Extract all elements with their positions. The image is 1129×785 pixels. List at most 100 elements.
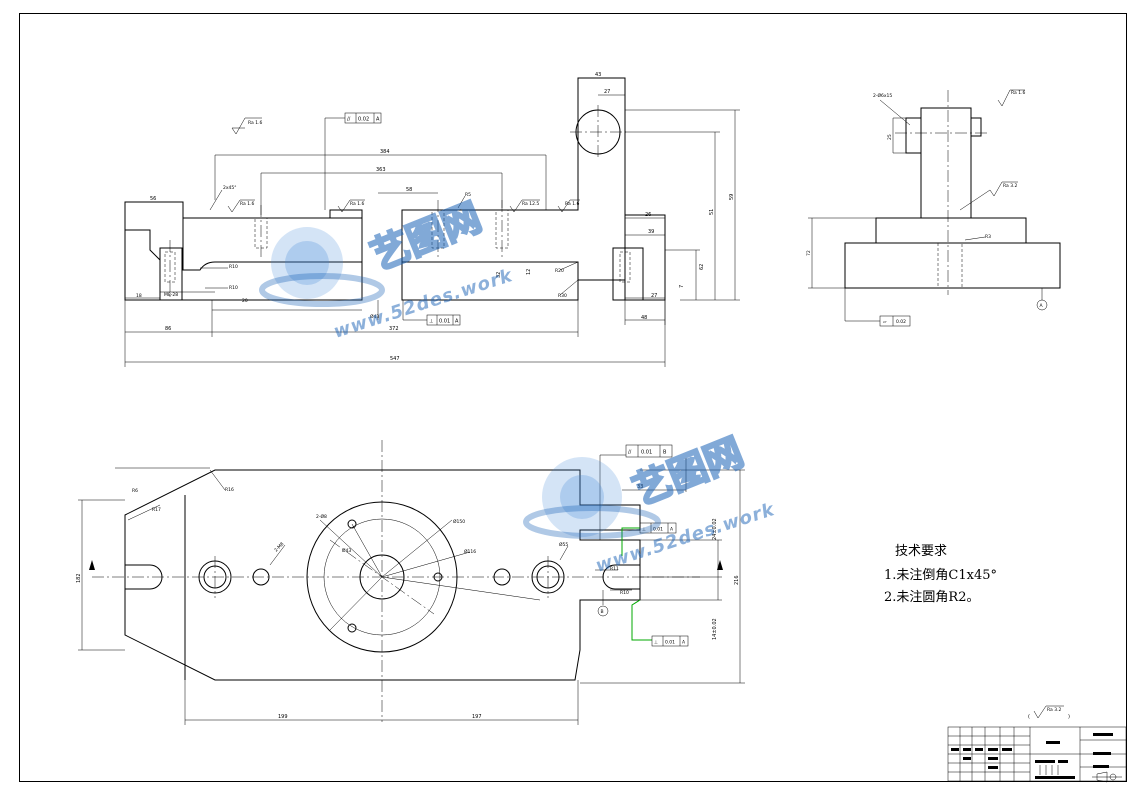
dim-33: 33 xyxy=(637,484,643,490)
dim-tol24: 24±0.02 xyxy=(712,518,718,540)
svg-text:0.01: 0.01 xyxy=(653,527,663,533)
dim-holes: 2-Ø6x15 xyxy=(873,92,892,99)
dim-7: 7 xyxy=(679,285,685,288)
tech-item-1: 1.未注倒角C1x45° xyxy=(884,568,997,583)
datum-a-symbol: A xyxy=(1036,299,1048,311)
svg-text:⊥: ⊥ xyxy=(429,319,433,325)
tolerance-perp-front: ⊥ 0.01 A xyxy=(426,314,461,326)
dim-62: 62 xyxy=(699,264,705,270)
svg-text:Ra 3.2: Ra 3.2 xyxy=(1047,707,1062,713)
tolerance-parallel-top: // 0.02 A xyxy=(344,112,382,124)
front-view: // 0.02 A ⊥ 0.01 A Ra 1.6 Ra 1.6 Ra 1.6 … xyxy=(124,72,740,367)
roughness-symbol-icon: Ra 1.6 Ra 1.6 Ra 1.6 Ra 12.5 Ra 1.6 xyxy=(227,117,580,213)
dim-r17: R17 xyxy=(152,507,161,513)
sheet-border xyxy=(19,13,1127,782)
svg-text:▱: ▱ xyxy=(883,320,887,325)
tech-item-2: 2.未注圆角R2。 xyxy=(884,590,979,605)
dim-56: 56 xyxy=(150,196,156,202)
dim-r55: Ø55 xyxy=(559,541,568,548)
dim-39: 39 xyxy=(648,229,654,235)
svg-text:A: A xyxy=(1040,303,1044,309)
dim-86: 86 xyxy=(165,326,171,332)
dim-59: 59 xyxy=(729,194,735,200)
svg-text:⊥: ⊥ xyxy=(642,527,646,533)
svg-text:(: ( xyxy=(1028,714,1030,720)
svg-text:⊥: ⊥ xyxy=(654,640,658,646)
tol-parallel-top-datum: A xyxy=(376,117,380,123)
svg-text:B: B xyxy=(663,450,667,456)
svg-text:Ra 3.2: Ra 3.2 xyxy=(1003,183,1018,189)
svg-text:Ra 1.6: Ra 1.6 xyxy=(248,120,263,126)
dim-27: 27 xyxy=(604,89,610,95)
svg-text:0.02: 0.02 xyxy=(896,319,906,325)
plan-view: // 0.01 B ⊥ 0.01 A ⊥ 0.01 A B R6 R xyxy=(76,440,745,725)
dim-43: 43 xyxy=(595,72,601,78)
dim-d43: Ø43 xyxy=(342,547,351,554)
tolerance-flat-side: ▱ 0.02 xyxy=(879,315,911,327)
svg-text:A: A xyxy=(682,640,686,646)
technical-requirements: 技术要求 1.未注倒角C1x45° 2.未注圆角R2。 xyxy=(884,544,997,605)
dim-r3: R3 xyxy=(985,234,991,240)
svg-text:A: A xyxy=(670,527,674,533)
tolerance-perp-plan1: ⊥ 0.01 A xyxy=(639,522,677,534)
svg-text:Ra 12.5: Ra 12.5 xyxy=(522,201,539,207)
title-block xyxy=(947,726,1127,783)
dim-547: 547 xyxy=(390,356,400,362)
dim-chamfer: 2x45° xyxy=(223,185,237,191)
dim-r10: R10 xyxy=(620,590,629,596)
dim-holes2: 2-Ø8 xyxy=(316,513,327,520)
dim-197: 197 xyxy=(472,714,482,720)
svg-text:0.01: 0.01 xyxy=(665,640,675,646)
tol-parallel-top-value: 0.02 xyxy=(358,117,369,123)
svg-text:): ) xyxy=(1068,714,1070,720)
dim-r5: R5 xyxy=(465,192,471,198)
dim-199: 199 xyxy=(278,714,288,720)
svg-text:B: B xyxy=(601,609,604,615)
dim-72: 72 xyxy=(806,250,812,256)
svg-text:Ra 1.6: Ra 1.6 xyxy=(240,201,255,207)
dim-18: 18 xyxy=(136,293,142,299)
dim-12: 12 xyxy=(526,269,532,275)
dim-216: 216 xyxy=(734,575,740,585)
dim-r16: R16 xyxy=(225,487,234,493)
dim-d116: Ø116 xyxy=(464,548,476,555)
dim-hole: Ø43 xyxy=(370,313,379,320)
watermark-cn-2: 艺图网 xyxy=(627,430,749,514)
dim-58: 58 xyxy=(406,187,412,193)
svg-text:Ra 1.6: Ra 1.6 xyxy=(1011,90,1026,96)
dim-48: 48 xyxy=(641,315,647,321)
watermark-1: 艺图网 www.52des.work xyxy=(259,194,516,343)
side-view: ▱ 0.02 A Ra 1.6 Ra 3.2 2-Ø6x15 25 R3 72 xyxy=(806,89,1061,327)
dim-r20: R20 xyxy=(555,268,564,274)
dim-384: 384 xyxy=(380,149,390,155)
dim-m8: 2-M8 xyxy=(273,541,285,553)
svg-text://: // xyxy=(347,117,351,123)
tol-perp-front-datum: A xyxy=(455,319,459,325)
dim-25: 25 xyxy=(887,134,893,140)
dim-r11: R11 xyxy=(610,566,619,572)
dim-26: 26 xyxy=(645,212,651,218)
dim-27b: 27 xyxy=(651,293,657,299)
dim-r6: R6 xyxy=(132,488,138,494)
roughness-symbol-icon: Ra 1.6 Ra 3.2 xyxy=(989,89,1026,197)
dim-20: 20 xyxy=(242,298,248,304)
tech-title: 技术要求 xyxy=(895,544,947,559)
tolerance-parallel-plan: // 0.01 B xyxy=(625,444,673,458)
dim-51: 51 xyxy=(709,209,715,215)
svg-text:0.01: 0.01 xyxy=(641,450,652,456)
datum-b-symbol: B xyxy=(597,605,609,617)
watermark-cn-1: 艺图网 xyxy=(365,195,487,279)
dim-r10b: R10 xyxy=(229,285,238,291)
svg-text:Ra 1.6: Ra 1.6 xyxy=(350,201,365,207)
svg-text:Ra 1.6: Ra 1.6 xyxy=(565,201,580,207)
general-roughness-icon: ( Ra 3.2 ) xyxy=(1028,705,1070,720)
svg-text://: // xyxy=(628,450,632,456)
dim-r30: R30 xyxy=(558,293,567,299)
dim-d150: Ø150 xyxy=(453,518,465,525)
dim-372: 372 xyxy=(389,326,399,332)
tolerance-perp-plan2: ⊥ 0.01 A xyxy=(651,635,689,647)
dim-32: 32 xyxy=(496,272,502,278)
projection-symbol-icon xyxy=(1092,771,1122,783)
dim-363: 363 xyxy=(376,167,386,173)
